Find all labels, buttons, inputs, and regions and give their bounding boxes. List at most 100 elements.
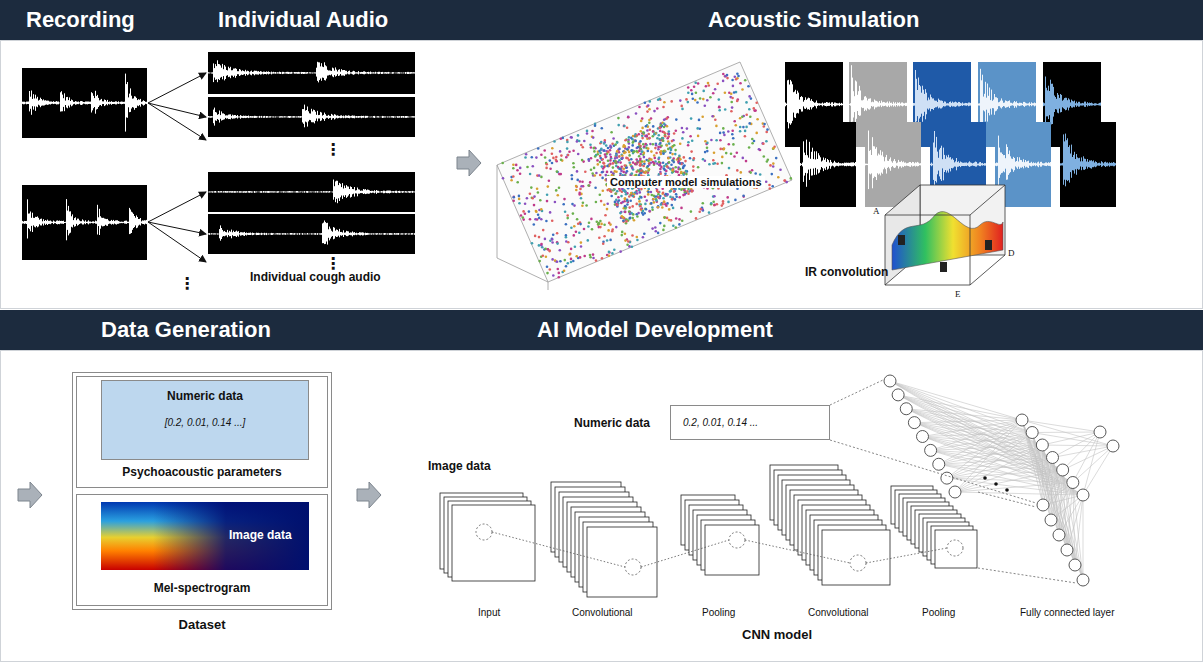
particle: [670, 100, 673, 103]
ellipsis-dot: [983, 476, 987, 480]
section-title: AI Model Development: [537, 317, 773, 343]
particle: [667, 157, 670, 160]
particle: [581, 159, 584, 162]
section-header-band: Data GenerationAI Model Development: [0, 310, 1203, 350]
particle: [538, 174, 541, 177]
particle: [681, 137, 684, 140]
particle: [680, 105, 683, 108]
particle: [580, 197, 583, 200]
particle: [698, 119, 701, 122]
particle: [622, 217, 625, 220]
particle: [651, 208, 654, 211]
particle: [564, 211, 567, 214]
particle: [626, 166, 629, 169]
particle: [615, 203, 618, 206]
particle: [685, 170, 688, 173]
particle: [661, 192, 664, 195]
particle: [639, 164, 642, 167]
particle: [683, 164, 686, 167]
particle: [524, 156, 527, 159]
particle: [731, 106, 734, 109]
particle: [722, 131, 725, 134]
node-text: Mel-spectrogram: [154, 581, 251, 595]
particle: [565, 265, 568, 268]
particle: [734, 199, 737, 202]
particle: [647, 190, 650, 193]
particle: [540, 154, 543, 157]
particle: [722, 127, 725, 130]
particle: [722, 148, 725, 151]
particle: [644, 203, 647, 206]
particle: [616, 203, 619, 206]
particle: [656, 137, 659, 140]
particle: [719, 148, 722, 151]
dataset-box: DatasetPsychoacoustic parametersNumeric …: [72, 372, 332, 610]
particle: [654, 132, 657, 135]
particle: [663, 167, 666, 170]
particle: [681, 108, 684, 111]
particle: [530, 186, 533, 189]
particle: [657, 196, 660, 199]
block-arrow: [357, 482, 381, 508]
feature-map: [935, 530, 977, 568]
particle: [704, 105, 707, 108]
caption-label: D: [1008, 248, 1015, 258]
particle: [616, 150, 619, 153]
particle: [649, 210, 652, 213]
particle: [671, 159, 674, 162]
waveform-frame: [208, 172, 415, 212]
particle: [630, 192, 633, 195]
particle: [632, 152, 635, 155]
particle: [566, 141, 569, 144]
particle: [632, 195, 635, 198]
split-arrow: [148, 73, 206, 103]
particle: [588, 184, 591, 187]
particle: [622, 220, 625, 223]
particle: [710, 203, 713, 206]
particle: [575, 255, 578, 258]
particle: [552, 233, 555, 236]
particle: [659, 164, 662, 167]
particle: [518, 198, 521, 201]
neuron-link: [1053, 458, 1076, 566]
particle: [728, 167, 731, 170]
particle: [531, 242, 534, 245]
particle: [732, 137, 735, 140]
split-arrow: [148, 222, 206, 262]
particle: [573, 225, 576, 228]
particle: [542, 255, 545, 258]
particle: [648, 137, 651, 140]
particle: [567, 154, 570, 157]
particle: [705, 143, 708, 146]
particle: [691, 140, 694, 143]
particle: [597, 223, 600, 226]
particle: [722, 148, 725, 151]
particle: [621, 158, 624, 161]
particle: [624, 205, 627, 208]
particle: [532, 165, 535, 168]
particle: [663, 225, 666, 228]
particle: [593, 146, 596, 149]
particle: [682, 165, 685, 168]
waveform-frame: [22, 185, 147, 260]
particle: [628, 151, 631, 154]
particle: [644, 171, 647, 174]
particle: [594, 174, 597, 177]
waveform: [786, 80, 843, 129]
caption-label: Pooling: [922, 607, 955, 618]
waveform-frame: [208, 214, 415, 254]
particle: [706, 99, 709, 102]
neuron-link: [1053, 446, 1114, 458]
particle: [753, 140, 756, 143]
particle: [657, 232, 660, 235]
particle: [668, 142, 671, 145]
particle: [754, 172, 757, 175]
particle: [668, 208, 671, 211]
particle: [631, 205, 634, 208]
particle: [641, 160, 644, 163]
neuron-link: [890, 381, 1073, 483]
particle: [730, 152, 733, 155]
neuron: [1057, 464, 1069, 476]
particle: [576, 170, 579, 173]
particle: [576, 218, 579, 221]
